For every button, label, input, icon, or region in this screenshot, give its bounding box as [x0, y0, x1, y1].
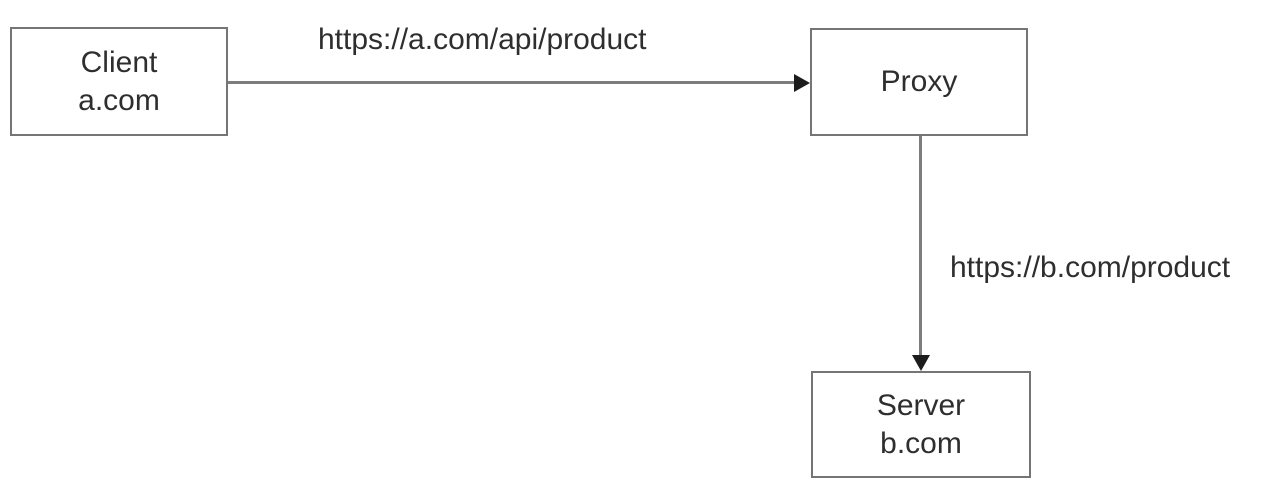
node-server-title: Server — [876, 388, 966, 422]
node-proxy-title: Proxy — [880, 65, 958, 98]
node-client-domain: a.com — [78, 83, 160, 117]
edge-line-client-to-proxy — [228, 81, 796, 84]
arrowhead-down-icon — [911, 355, 930, 371]
node-client-title: Client — [80, 45, 158, 79]
node-server: Server b.com — [811, 371, 1031, 478]
edge-label-proxy-to-server: https://b.com/product — [950, 251, 1231, 284]
edge-label-client-to-proxy: https://a.com/api/product — [318, 23, 647, 56]
node-client: Client a.com — [10, 27, 228, 136]
node-proxy: Proxy — [810, 28, 1028, 136]
edge-line-proxy-to-server — [919, 136, 922, 356]
arrowhead-right-icon — [794, 73, 810, 92]
node-server-domain: b.com — [880, 426, 962, 460]
